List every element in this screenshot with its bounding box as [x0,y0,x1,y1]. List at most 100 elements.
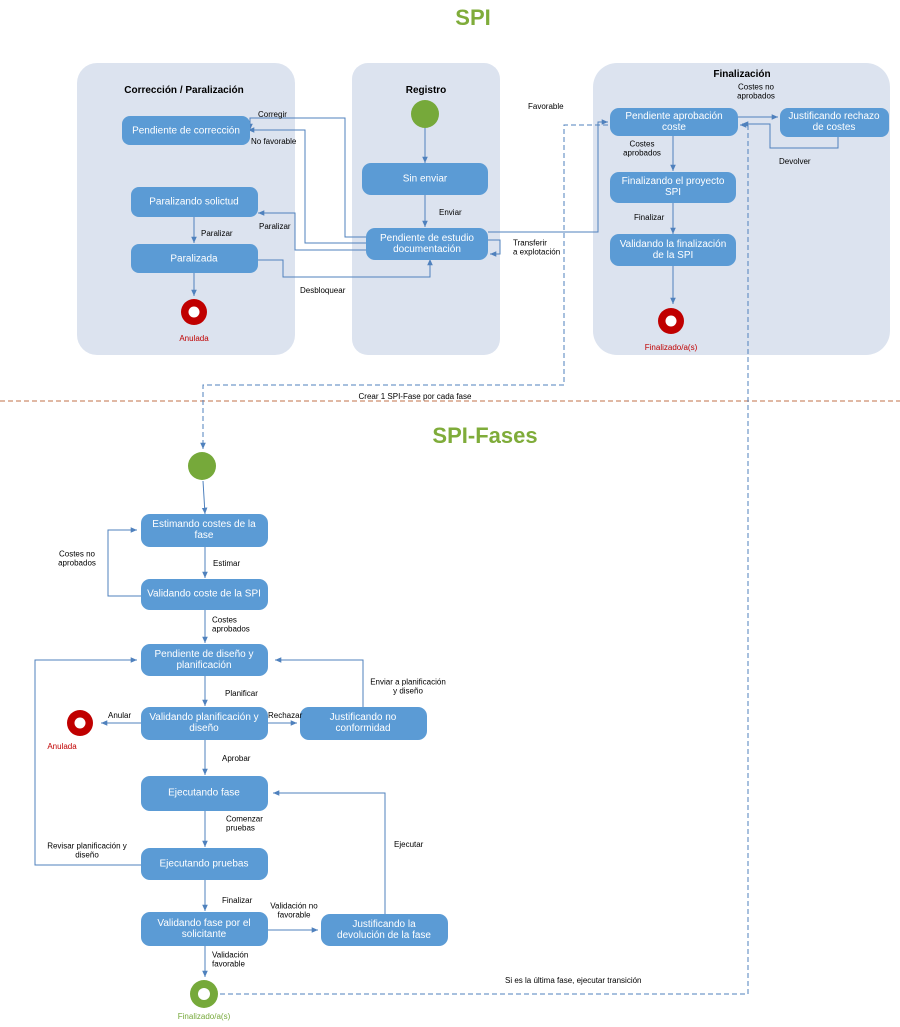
lane-registro-label: Registro [406,85,447,96]
label-line: Costes [630,140,655,149]
label-line: Si es la última fase, ejecutar transició… [505,976,642,985]
end-label-anulada-top: Anulada [179,334,209,343]
label-line: devolución de la fase [337,930,431,941]
end-node-finalizado-bottom [190,980,218,1008]
transition-no-favorable: No favorable [251,137,297,146]
label-line: de la SPI [653,250,694,261]
label-line: Planificar [225,689,258,698]
transition-paralizar-1: Paralizar [259,222,291,231]
label-line: Validando coste de la SPI [147,589,261,600]
label-line: Justificando la [352,919,416,930]
end-label-anulada-bottom: Anulada [47,742,77,751]
lane-correccion-label: Corrección / Paralización [124,85,244,96]
start-node-fases [188,452,216,480]
label-line: No favorable [251,137,297,146]
transition-ejecutar: Ejecutar [394,840,424,849]
end-node-anulada-bottom [67,710,93,736]
label-line: Devolver [779,157,811,166]
state-validando-coste[interactable]: Validando coste de la SPI [141,579,268,610]
label-line: favorable [212,960,245,969]
label-line: diseño [75,851,99,860]
label-line: conformidad [335,723,390,734]
transition-finalizar-bottom: Finalizar [222,896,253,905]
label-line: Validando planificación y [149,712,258,723]
transition-finalizar-top: Finalizar [634,213,665,222]
end-node-finalizado-top [658,308,684,334]
transition-corregir: Corregir [258,110,287,119]
label-line: solicitante [182,929,227,940]
label-line: Ejecutando pruebas [160,859,249,870]
label-line: Estimar [213,559,240,568]
label-line: Estimando costes de la [152,519,256,530]
label-line: Revisar planificación y [47,842,127,851]
state-sin-enviar[interactable]: Sin enviar [362,163,488,195]
state-label: Validando coste de la SPI [147,589,261,600]
transition-favorable: Favorable [528,102,564,111]
transition-devolver: Devolver [779,157,811,166]
lane-registro [352,63,500,355]
label-line: Corregir [258,110,287,119]
label-line: Validación [212,951,248,960]
transition-desbloquear: Desbloquear [300,286,346,295]
state-label: Sin enviar [403,174,448,185]
label-line: aprobados [623,149,661,158]
label-line: coste [662,122,686,133]
label-line: Costes no [738,83,775,92]
transition-estimar: Estimar [213,559,240,568]
label-line: Pendiente de corrección [132,126,240,137]
title-spi: SPI [455,5,490,30]
label-line: SPI [665,187,681,198]
label-line: pruebas [226,824,255,833]
label-line: Validando fase por el [157,918,250,929]
label-line: y diseño [393,687,423,696]
label-line: Ejecutar [394,840,424,849]
lane-finalizacion-label: Finalización [713,69,770,80]
label-line: fase [195,530,214,541]
state-label: Paralizando solictud [149,197,239,208]
label-line: Pendiente aprobación [625,111,722,122]
transition-rechazar: Rechazar [268,711,303,720]
label-line: Enviar a planificación [370,678,446,687]
dashed-connectors [200,122,749,995]
label-line: documentación [393,244,461,255]
start-node-registro [411,100,439,128]
state-ejecutando-fase[interactable]: Ejecutando fase [141,776,268,811]
label-line: Finalizar [634,213,665,222]
state-ejecutando-pruebas[interactable]: Ejecutando pruebas [141,848,268,880]
state-paralizada[interactable]: Paralizada [131,244,258,273]
state-label: Ejecutando fase [168,788,240,799]
state-boxes: Pendiente de corrección Paralizando soli… [122,108,889,946]
label-line: Costes no [59,550,96,559]
state-paralizando[interactable]: Paralizando solictud [131,187,258,217]
transition-ultima-fase: Si es la última fase, ejecutar transició… [505,976,642,985]
label-line: Finalizando el proyecto [622,176,725,187]
label-line: Paralizando solictud [149,197,239,208]
label-line: Sin enviar [403,174,448,185]
label-line: Comenzar [226,815,263,824]
label-line: Paralizar [201,229,233,238]
label-line: de costes [813,122,856,133]
state-pendiente-correccion[interactable]: Pendiente de corrección [122,116,250,145]
